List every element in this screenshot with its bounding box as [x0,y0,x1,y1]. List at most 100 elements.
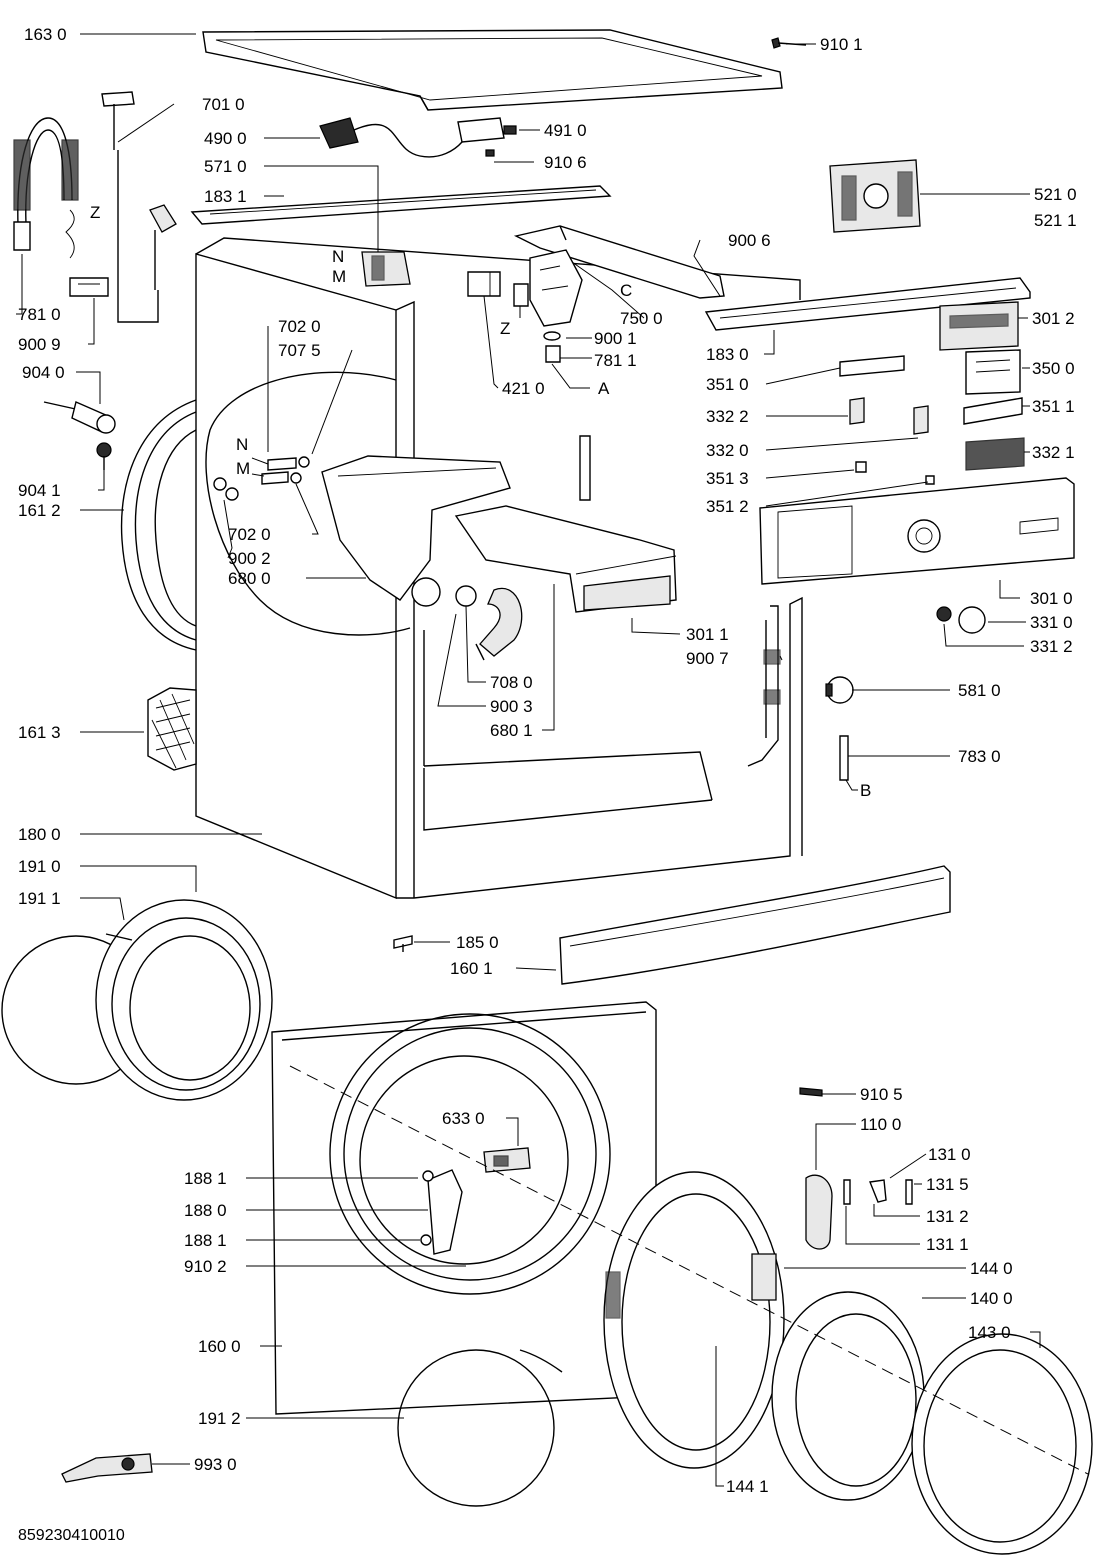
dispenser-top-part [513,225,725,299]
o-ring-900-1-part [543,331,561,341]
callout-label: 900 7 [686,649,729,668]
tool-993-0-part [61,1453,153,1483]
callout-label: 183 1 [204,187,247,206]
callout-label: C [620,281,632,300]
callout-label: 750 0 [620,309,663,328]
board-350-0-part [965,349,1021,395]
callout-label: 301 0 [1030,589,1073,608]
door-ring-143-0-part [911,1333,1093,1555]
hinge-188-0-part [420,1169,463,1255]
callout-label: 332 2 [706,407,749,426]
callout-label: 188 1 [184,1169,227,1188]
callout-label: 143 0 [968,1323,1011,1342]
callout-label: 707 5 [278,341,321,360]
dispenser-body-680-0-part [321,455,511,607]
key-351-1-part [963,397,1023,425]
door-axis-line [289,1065,1089,1475]
callout-label: 900 2 [228,549,271,568]
callout-label: 421 0 [502,379,545,398]
callout-label: 702 0 [228,525,271,544]
callout-label: 131 2 [926,1207,969,1226]
callout-label: 188 1 [184,1231,227,1250]
buttons-332-1-part [965,437,1025,471]
callout-label: 910 1 [820,35,863,54]
filter-cap-904-1-part [96,442,112,470]
callout-label: 783 0 [958,747,1001,766]
rear-bar-183-1-part [190,185,612,225]
knob-insert-331-2-part [936,606,952,622]
callout-label: 301 1 [686,625,729,644]
gasket-frame-161-2-part [120,399,197,651]
cabinet-part [195,237,803,900]
screw-910-5-part [799,1087,823,1097]
callout-label: 188 0 [184,1201,227,1220]
callout-label: 183 0 [706,345,749,364]
callout-label: M [332,267,346,286]
callout-label: 680 1 [490,721,533,740]
water-valve-part [361,251,411,287]
callout-labels: 163 0 910 1 701 0 490 0 491 0 910 6 571 … [18,25,1077,1496]
light-pipe-351-3-part [855,461,867,473]
door-handle-110-0-part [805,1174,833,1250]
leader-lines [16,33,1041,1487]
callout-label: N [332,247,344,266]
clamp-ring-191-2-part [397,1349,563,1507]
door-frame-144-0-part [603,1171,785,1469]
callout-label: A [598,379,610,398]
kick-plate-160-1-part [559,865,951,985]
callout-label: 910 6 [544,153,587,172]
door-lock-633-0-part [483,1147,531,1173]
top-cover-part [202,29,783,111]
panel-frame-183-0-part [704,277,1031,331]
pressure-switch-750-0-part [529,249,583,327]
sleeve-781-1-part [545,345,561,363]
handle-parts-131-part [843,1179,913,1205]
filter-cover-161-3-part [147,687,197,771]
callout-label: 180 0 [18,825,61,844]
callout-label: 110 0 [860,1115,901,1134]
rod-783-0-part [839,735,849,781]
callout-label: 131 5 [926,1175,969,1194]
callout-label: 144 0 [970,1259,1013,1278]
front-panel-160-0-part [271,1001,657,1415]
callout-label: 351 1 [1032,397,1075,416]
callout-label: 633 0 [442,1109,485,1128]
callout-label: 131 1 [926,1235,969,1254]
callout-label: 708 0 [490,673,533,692]
callout-label: 160 0 [198,1337,241,1356]
bracket-332-2-part [849,397,865,425]
light-pipe-351-2-part [925,475,935,485]
callout-label: 571 0 [204,157,247,176]
knob-331-0-part [958,606,986,634]
callout-label: 993 0 [194,1455,237,1474]
detergent-drawer-part [454,505,677,613]
callout-label: 490 0 [204,129,247,148]
callout-label: 781 1 [594,351,637,370]
callout-label: 191 0 [18,857,61,876]
callout-label: 351 3 [706,469,749,488]
callout-label: 191 1 [18,889,61,908]
callout-label: N [236,435,248,454]
foot-185-0-part [393,935,413,952]
door-gasket-191-0-part [1,899,273,1101]
callout-label: 781 0 [18,305,61,324]
wiring-harness-900-7-part [747,605,781,767]
callout-label: 900 9 [18,335,61,354]
callout-label: 140 0 [970,1289,1013,1308]
callout-label: 702 0 [278,317,321,336]
callout-label: 331 0 [1030,613,1073,632]
capacitor-z-part [513,283,529,307]
callout-label: 350 0 [1032,359,1075,378]
callout-label: M [236,459,250,478]
screw-910-1-part [771,37,807,49]
key-board-351-0-part [839,355,905,377]
callout-label: 521 1 [1034,211,1077,230]
callout-label: Z [90,203,100,222]
clamp-900-9-part [69,277,109,297]
callout-label: 161 3 [18,723,61,742]
callout-label: 900 6 [728,231,771,250]
callout-label: 163 0 [24,25,67,44]
callout-label: 521 0 [1034,185,1077,204]
inlet-hose-part [13,117,79,259]
control-panel-301-0-part [759,477,1075,585]
